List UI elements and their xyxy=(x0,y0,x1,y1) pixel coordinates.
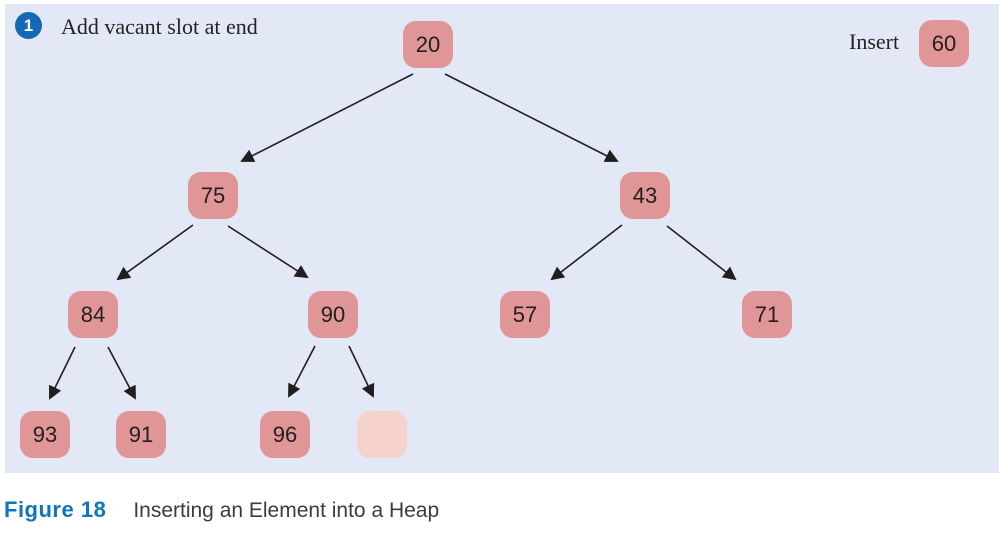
tree-node: 84 xyxy=(68,291,118,338)
tree-node: 75 xyxy=(188,172,238,219)
edge-20-75 xyxy=(240,73,414,162)
figure-label: Figure 18 xyxy=(4,497,107,522)
tree-node: 96 xyxy=(260,411,310,458)
step-badge: 1 xyxy=(15,12,42,39)
tree-node: 43 xyxy=(620,172,670,219)
edge-84-93 xyxy=(48,346,76,400)
vacant-slot xyxy=(357,411,407,458)
edge-90-vacant xyxy=(348,345,375,398)
tree-edges xyxy=(48,73,737,400)
figure-caption: Figure 18 Inserting an Element into a He… xyxy=(4,497,439,523)
figure-title: Inserting an Element into a Heap xyxy=(133,499,440,522)
tree-node: 20 xyxy=(403,21,453,68)
tree-node: 90 xyxy=(308,291,358,338)
tree-node: 91 xyxy=(116,411,166,458)
edge-20-43 xyxy=(444,73,619,162)
edge-43-71 xyxy=(666,225,737,281)
tree-node: 57 xyxy=(500,291,550,338)
insert-node: 60 xyxy=(919,20,969,67)
figure-panel: 1 Add vacant slot at end Insert 60 20 75… xyxy=(5,4,999,473)
edge-75-84 xyxy=(116,224,194,281)
insert-label: Insert xyxy=(849,29,900,54)
step-label: Add vacant slot at end xyxy=(61,14,258,39)
edge-75-90 xyxy=(227,225,309,279)
tree-node: 93 xyxy=(20,411,70,458)
edge-43-57 xyxy=(550,224,623,281)
edge-90-96 xyxy=(288,345,316,398)
tree-node: 71 xyxy=(742,291,792,338)
edge-84-91 xyxy=(107,346,136,400)
